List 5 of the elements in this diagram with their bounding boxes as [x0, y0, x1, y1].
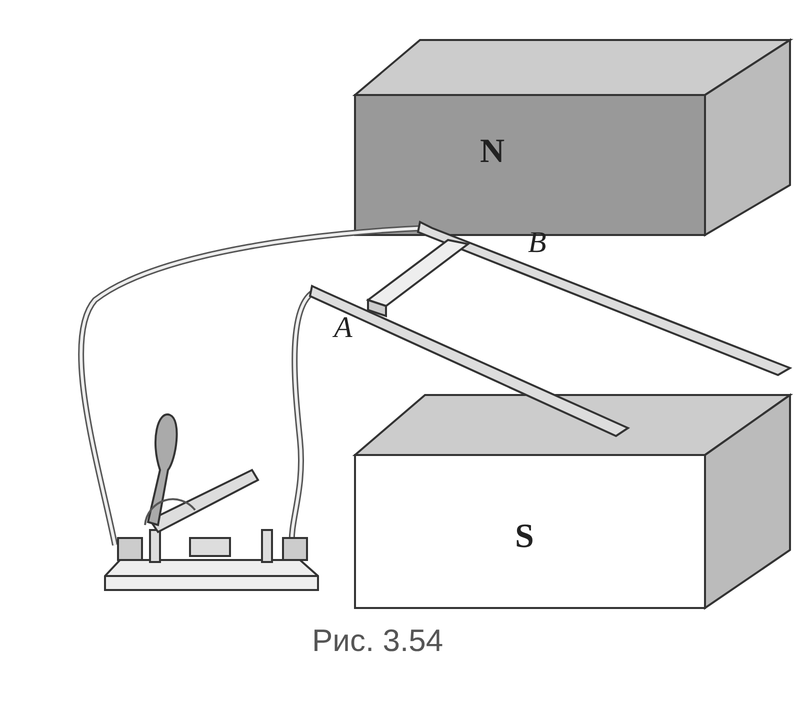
- point-label: A: [334, 313, 352, 343]
- figure-caption: Рис. 3.54: [312, 625, 444, 656]
- pole-label: N: [480, 135, 505, 169]
- pole-label: S: [515, 520, 534, 554]
- point-label: B: [528, 228, 546, 258]
